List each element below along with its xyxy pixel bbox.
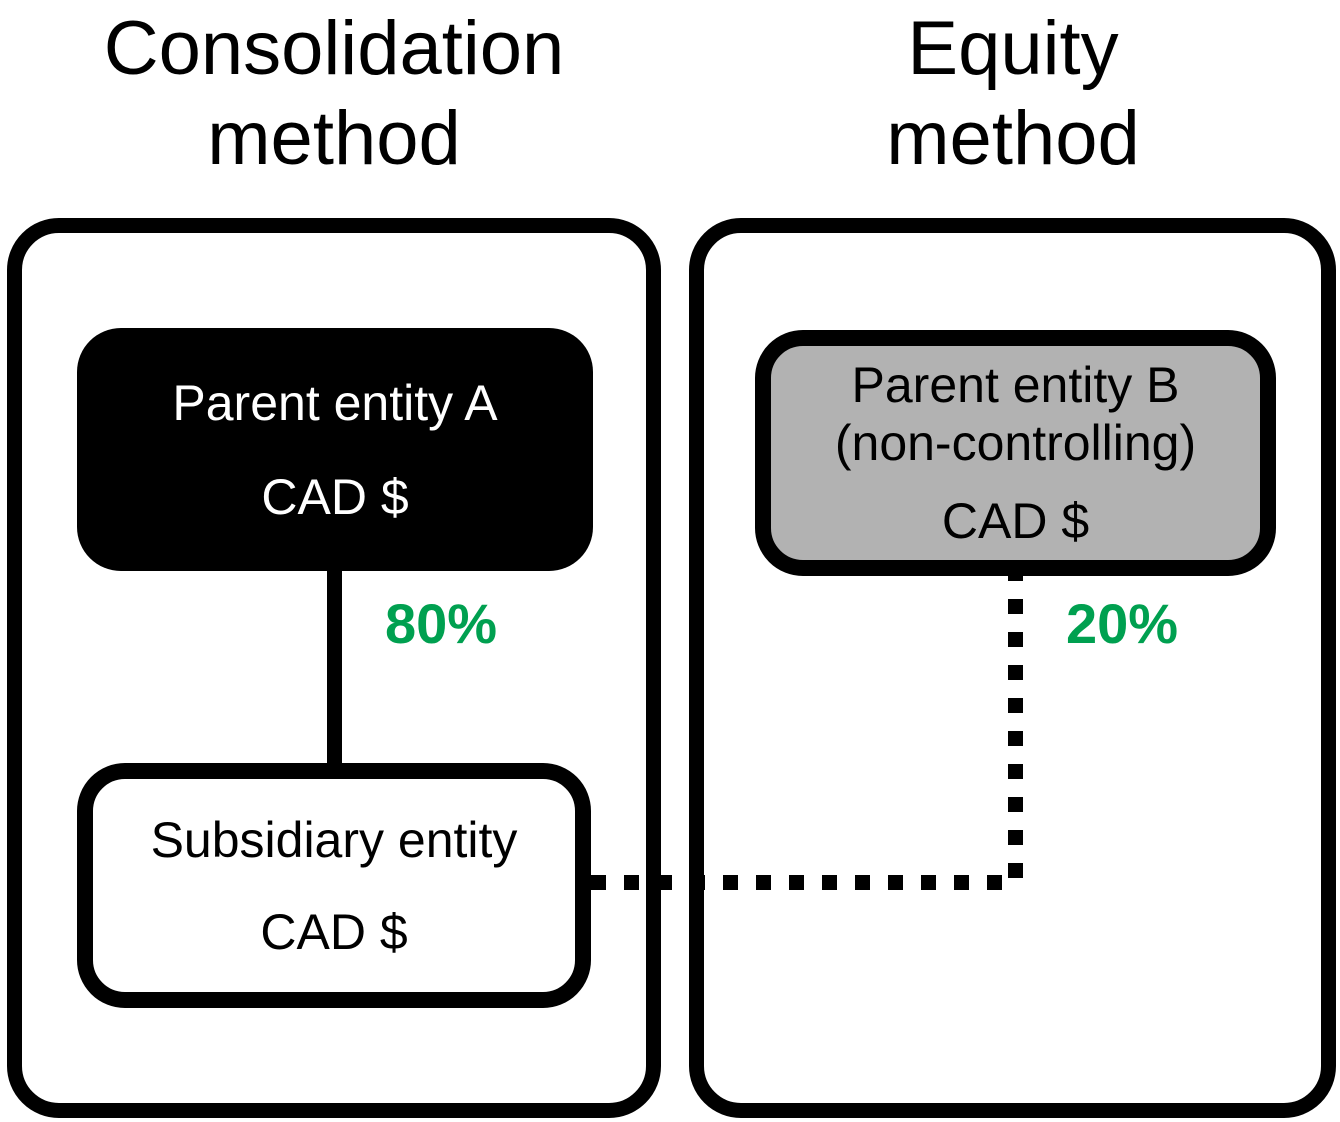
entity-name: Subsidiary entity	[150, 811, 518, 868]
equity-method-title: Equity method	[693, 4, 1333, 184]
entity-currency: CAD $	[941, 493, 1090, 549]
entity-currency: CAD $	[260, 903, 408, 960]
entity-currency: CAD $	[261, 468, 409, 525]
title-line-2: method	[207, 96, 461, 181]
entity-name-block: Parent entity B (non-controlling)	[835, 356, 1196, 472]
title-line-1: Equity	[907, 6, 1119, 91]
consolidation-method-title: Consolidation method	[14, 4, 654, 184]
subsidiary-entity-box: Subsidiary entity CAD $	[77, 763, 591, 1008]
entity-name: Parent entity A	[172, 374, 498, 431]
title-line-1: Consolidation	[103, 6, 565, 91]
title-line-2: method	[886, 96, 1140, 181]
entity-name: Parent entity B	[851, 357, 1180, 413]
entity-qualifier: (non-controlling)	[834, 415, 1197, 471]
consolidation-panel	[7, 218, 661, 1118]
parent-entity-a-box: Parent entity A CAD $	[77, 328, 593, 571]
ownership-percent-equity: 20%	[1066, 592, 1179, 655]
ownership-percent-consolidation: 80%	[385, 592, 498, 655]
parent-entity-b-box: Parent entity B (non-controlling) CAD $	[755, 330, 1276, 576]
